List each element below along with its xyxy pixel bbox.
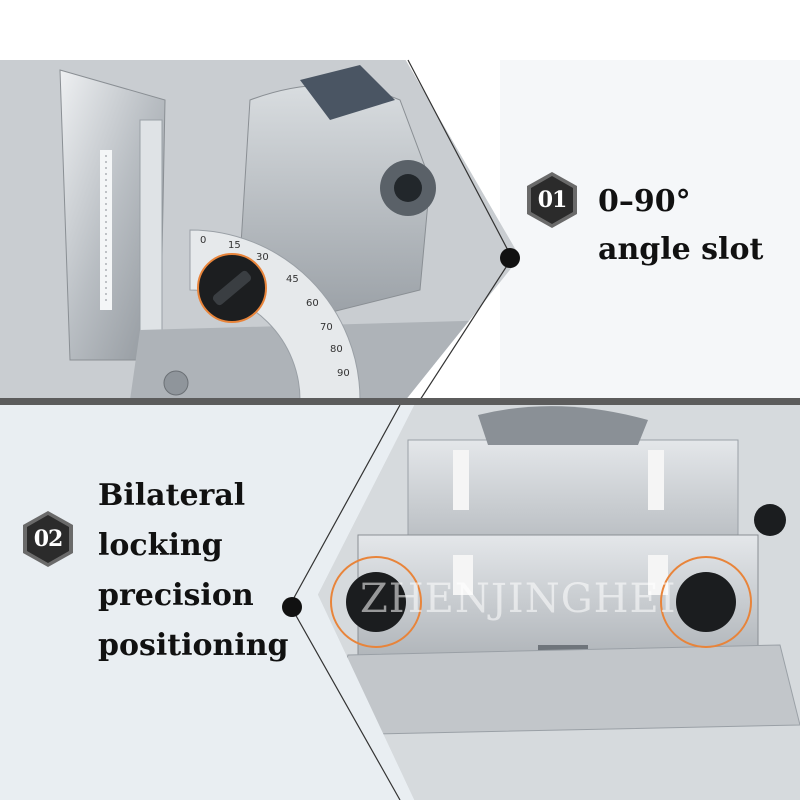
feature-panel-bilateral-locking: 02 Bilateral locking precision positioni… <box>0 405 800 800</box>
caption-line: precision <box>98 578 254 613</box>
scale-tick: 90 <box>337 368 350 379</box>
scale-tick: 45 <box>286 274 299 285</box>
caption-line: locking <box>98 528 223 563</box>
feature-number-badge: 01 <box>522 170 582 230</box>
caption-line: Bilateral <box>98 478 246 513</box>
pointer-dot <box>500 248 520 268</box>
scale-tick: 15 <box>228 240 241 251</box>
pointer-dot <box>282 597 302 617</box>
scale-tick: 70 <box>320 322 333 333</box>
section-divider <box>0 398 800 406</box>
feature-number-badge: 02 <box>18 509 78 569</box>
scale-tick: 0 <box>200 235 206 246</box>
watermark-text: ZHENJINGHEI <box>360 576 677 622</box>
caption-line: positioning <box>98 628 289 663</box>
hexagon-icon <box>23 511 73 567</box>
feature-caption: 0–90° angle slot <box>598 178 763 274</box>
feature-caption: Bilateral locking precision positioning <box>98 471 289 671</box>
left-lock-knob <box>330 556 422 648</box>
angle-scale: 0 15 30 45 60 70 80 90 <box>200 235 350 379</box>
scale-tick: 80 <box>330 344 343 355</box>
angle-lock-knob <box>197 253 267 323</box>
scale-tick: 30 <box>256 252 269 263</box>
bilateral-locking-illustration <box>318 405 800 800</box>
background-wash <box>500 60 800 400</box>
bilateral-locking-photo <box>318 405 800 800</box>
angle-slot-photo: 0 15 30 45 60 70 80 90 <box>0 60 520 400</box>
feature-panel-angle-slot: 0 15 30 45 60 70 80 90 <box>0 0 800 400</box>
feature-number: 02 <box>33 526 64 552</box>
feature-number: 01 <box>537 187 568 213</box>
hexagon-icon <box>527 172 577 228</box>
angle-slot-illustration: 0 15 30 45 60 70 80 90 <box>0 60 520 400</box>
right-lock-knob <box>660 556 752 648</box>
caption-line: 0–90° <box>598 184 691 219</box>
scale-tick: 60 <box>306 298 319 309</box>
caption-line: angle slot <box>598 232 764 267</box>
